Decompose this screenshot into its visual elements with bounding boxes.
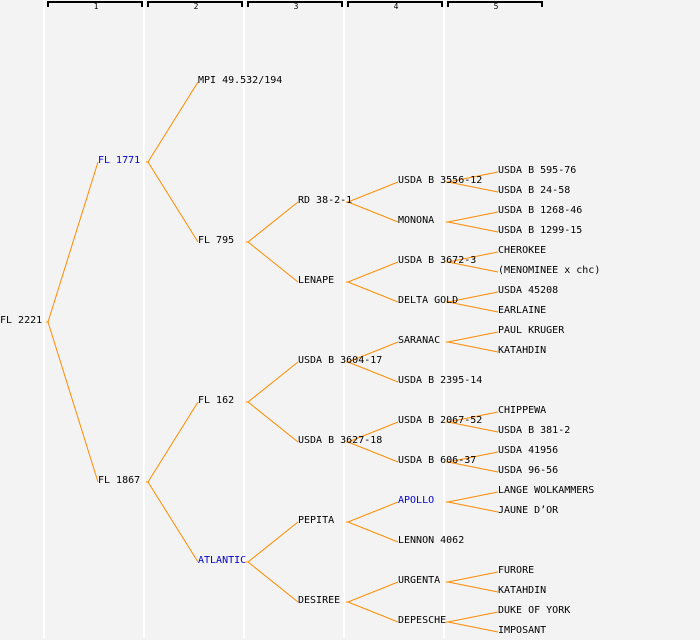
pedigree-node[interactable]: CHIPPEWA: [498, 405, 547, 416]
connector-line: [346, 181, 399, 203]
connector-line: [346, 261, 399, 283]
connector-line: [346, 441, 399, 463]
connector-line: [246, 521, 299, 563]
pedigree-node[interactable]: SARANAC: [398, 335, 441, 346]
pedigree-node[interactable]: ATLANTIC: [198, 555, 247, 566]
pedigree-node[interactable]: CHEROKEE: [498, 245, 547, 256]
pedigree-node[interactable]: FURORE: [498, 565, 535, 576]
pedigree-node[interactable]: USDA 41956: [498, 445, 559, 456]
generation-bracket: [247, 1, 343, 7]
pedigree-node[interactable]: MPI 49.532/194: [198, 75, 283, 86]
generation-number: 3: [293, 2, 299, 11]
pedigree-node[interactable]: IMPOSANT: [498, 625, 547, 636]
pedigree-node[interactable]: APOLLO: [398, 495, 435, 506]
pedigree-node[interactable]: USDA B 24-58: [498, 185, 571, 196]
pedigree-node[interactable]: RD 38-2-1: [298, 195, 353, 206]
connector-line: [346, 601, 399, 623]
pedigree-node[interactable]: URGENTA: [398, 575, 441, 586]
connector-line: [46, 321, 99, 483]
connector-line: [146, 161, 199, 243]
pedigree-node[interactable]: USDA B 1268-46: [498, 205, 583, 216]
pedigree-node[interactable]: LENAPE: [298, 275, 335, 286]
connector-line: [346, 521, 399, 543]
pedigree-node[interactable]: DUKE OF YORK: [498, 605, 571, 616]
connector-line: [246, 241, 299, 283]
column-separator: [243, 0, 245, 638]
generation-number: 1: [93, 2, 99, 11]
pedigree-node[interactable]: MONONA: [398, 215, 435, 226]
pedigree-node[interactable]: PAUL KRUGER: [498, 325, 565, 336]
generation-bracket: [447, 1, 543, 7]
pedigree-node[interactable]: (MENOMINEE x chc): [498, 265, 601, 276]
connector-line: [346, 201, 399, 223]
connector-line: [346, 361, 399, 383]
connector-line: [146, 81, 199, 163]
pedigree-node[interactable]: USDA B 381-2: [498, 425, 571, 436]
connector-line: [346, 581, 399, 603]
pedigree-node[interactable]: KATAHDIN: [498, 585, 547, 596]
pedigree-node[interactable]: USDA B 2395-14: [398, 375, 483, 386]
connector-line: [246, 561, 299, 603]
pedigree-node[interactable]: FL 2221: [0, 315, 43, 326]
pedigree-node[interactable]: LENNON 4062: [398, 535, 465, 546]
connector-line: [446, 491, 499, 503]
column-separator: [443, 0, 445, 638]
connector-line: [446, 611, 499, 623]
pedigree-node[interactable]: USDA B 3627-18: [298, 435, 383, 446]
pedigree-node[interactable]: KATAHDIN: [498, 345, 547, 356]
connector-line: [146, 481, 199, 563]
pedigree-node[interactable]: USDA B 1299-15: [498, 225, 583, 236]
connector-line: [446, 181, 499, 193]
generation-bracket: [147, 1, 243, 7]
connector-line: [446, 571, 499, 583]
pedigree-node[interactable]: USDA B 2067-52: [398, 415, 483, 426]
pedigree-node[interactable]: EARLAINE: [498, 305, 547, 316]
generation-number: 2: [193, 2, 199, 11]
connector-line: [346, 281, 399, 303]
connector-line: [246, 201, 299, 243]
connector-line: [46, 161, 99, 323]
column-separator: [143, 0, 145, 638]
pedigree-node[interactable]: DELTA GOLD: [398, 295, 459, 306]
connector-line: [446, 211, 499, 223]
pedigree-node[interactable]: FL 1867: [98, 475, 141, 486]
connector-line: [446, 461, 499, 473]
connector-line: [446, 341, 499, 353]
pedigree-node[interactable]: USDA B 3604-17: [298, 355, 383, 366]
pedigree-node[interactable]: LANGE WOLKAMMERS: [498, 485, 595, 496]
pedigree-node[interactable]: FL 1771: [98, 155, 141, 166]
generation-bracket: [347, 1, 443, 7]
generation-bracket: [47, 1, 143, 7]
pedigree-node[interactable]: USDA B 595-76: [498, 165, 577, 176]
connector-line: [246, 401, 299, 443]
pedigree-node[interactable]: PEPITA: [298, 515, 335, 526]
pedigree-node[interactable]: USDA 45208: [498, 285, 559, 296]
pedigree-node[interactable]: USDA B 3672-3: [398, 255, 477, 266]
connector-line: [446, 621, 499, 633]
pedigree-node[interactable]: FL 162: [198, 395, 235, 406]
pedigree-node[interactable]: JAUNE D’OR: [498, 505, 559, 516]
generation-number: 5: [493, 2, 499, 11]
connector-line: [446, 301, 499, 313]
connector-line: [446, 261, 499, 273]
connector-line: [346, 501, 399, 523]
connector-line: [446, 581, 499, 593]
pedigree-node[interactable]: DEPESCHE: [398, 615, 447, 626]
pedigree-node[interactable]: USDA 96-56: [498, 465, 559, 476]
pedigree-node[interactable]: DESIREE: [298, 595, 341, 606]
connector-line: [146, 401, 199, 483]
column-separator: [343, 0, 345, 638]
connector-line: [446, 421, 499, 433]
pedigree-node[interactable]: USDA B 3556-12: [398, 175, 483, 186]
column-separator: [43, 0, 45, 638]
connector-line: [246, 361, 299, 403]
connector-line: [446, 501, 499, 513]
connector-line: [446, 331, 499, 343]
pedigree-node[interactable]: FL 795: [198, 235, 235, 246]
connector-line: [446, 221, 499, 233]
pedigree-node[interactable]: USDA B 606-37: [398, 455, 477, 466]
generation-number: 4: [393, 2, 399, 11]
